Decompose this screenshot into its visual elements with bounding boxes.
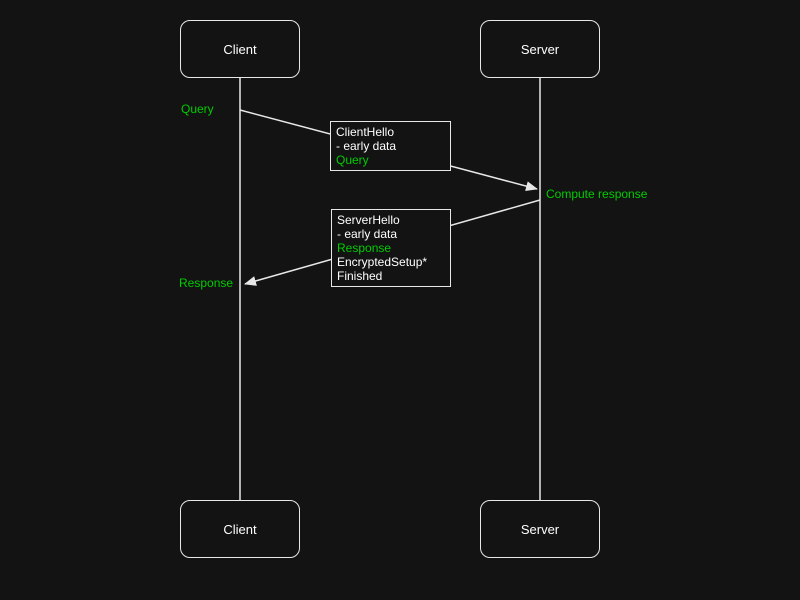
query-label: Query bbox=[181, 102, 214, 116]
actor-server-bottom-label: Server bbox=[520, 521, 560, 537]
response-label: Response bbox=[179, 276, 234, 290]
actor-server-top-label: Server bbox=[520, 41, 560, 57]
actor-server-bottom: Server bbox=[480, 500, 600, 558]
compute-response-label: Compute response bbox=[546, 187, 648, 201]
server-hello-early-data-line: - early data bbox=[337, 227, 398, 241]
client-hello-line: ClientHello bbox=[336, 125, 395, 139]
server-hello-line: ServerHello bbox=[337, 213, 400, 227]
actor-client-top-label: Client bbox=[223, 41, 257, 57]
server-hello-response-line: Response bbox=[337, 241, 392, 255]
actor-client-top: Client bbox=[180, 20, 300, 78]
actor-server-top: Server bbox=[480, 20, 600, 78]
actor-client-bottom: Client bbox=[180, 500, 300, 558]
client-hello-query-line: Query bbox=[336, 153, 369, 167]
server-hello-message: ServerHello - early data Response Encryp… bbox=[331, 209, 451, 287]
client-hello-early-data-line: - early data bbox=[336, 139, 397, 153]
actor-client-bottom-label: Client bbox=[223, 521, 257, 537]
server-hello-encrypted-setup-line: EncryptedSetup* bbox=[337, 255, 428, 269]
client-hello-message: ClientHello - early data Query bbox=[330, 121, 451, 171]
server-hello-finished-line: Finished bbox=[337, 269, 383, 283]
